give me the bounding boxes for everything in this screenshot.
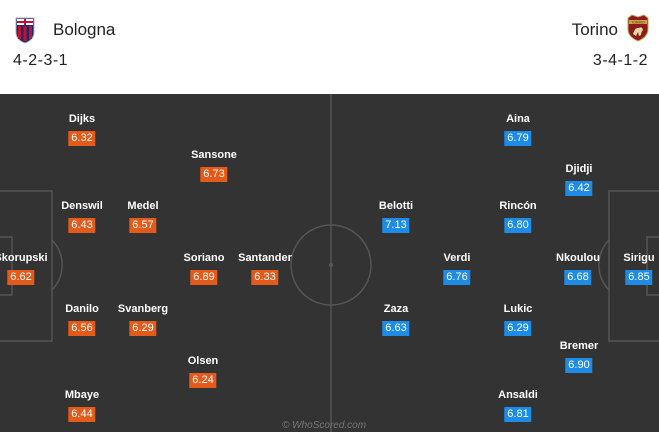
player-name: Medel	[127, 200, 159, 212]
player-name: Lukic	[503, 303, 533, 315]
player-rating: 6.33	[251, 270, 279, 285]
player-rating: 6.32	[68, 131, 96, 146]
pitch-markings	[0, 94, 659, 432]
player-rating: 6.62	[7, 270, 35, 285]
player-name: Sirigu	[623, 252, 655, 264]
player-rating: 6.85	[625, 270, 653, 285]
player-rating: 7.13	[382, 218, 410, 233]
home-formation: 4-2-3-1	[13, 52, 69, 69]
player-name: Santander	[238, 252, 292, 264]
player-rating: 6.89	[190, 270, 218, 285]
player-name: Soriano	[183, 252, 225, 264]
player-name: Sansone	[191, 149, 237, 161]
torino-crest-text: TORINO	[631, 20, 645, 24]
player-rating: 6.42	[565, 181, 593, 196]
player-name: Denswil	[61, 200, 103, 212]
away-formation: 3-4-1-2	[592, 52, 648, 69]
player-name: Verdi	[443, 252, 471, 264]
player-name: Danilo	[65, 303, 99, 315]
player-name: Ansaldi	[498, 389, 538, 401]
player-name: Djidji	[565, 163, 593, 175]
player-name: Aina	[506, 113, 530, 125]
player-rating: 6.57	[129, 218, 157, 233]
watermark: © WhoScored.com	[282, 420, 367, 431]
player-rating: 6.79	[504, 131, 532, 146]
match-header: Bologna 4-2-3-1 Torino TORINO 3-4-1-2	[0, 0, 659, 93]
player-name: Skorupski	[0, 252, 48, 264]
player-rating: 6.56	[68, 321, 96, 336]
player-rating: 6.76	[443, 270, 471, 285]
player-name: Zaza	[383, 303, 409, 315]
player-rating: 6.29	[504, 321, 532, 336]
torino-crest-icon: TORINO	[627, 14, 649, 42]
player-name: Belotti	[378, 200, 414, 212]
player-rating: 6.81	[504, 407, 532, 422]
home-team-name[interactable]: Bologna	[53, 20, 116, 39]
player-name: Bremer	[559, 340, 599, 352]
player-name: Dijks	[68, 113, 96, 125]
player-name: Olsen	[187, 355, 219, 367]
player-rating: 6.80	[504, 218, 532, 233]
player-rating: 6.73	[200, 167, 228, 182]
player-name: Nkoulou	[556, 252, 600, 264]
player-rating: 6.68	[564, 270, 592, 285]
player-name: Rincón	[499, 200, 537, 212]
player-rating: 6.90	[565, 358, 593, 373]
player-rating: 6.63	[382, 321, 410, 336]
away-team-name[interactable]: Torino	[571, 20, 618, 39]
player-name: Svanberg	[117, 303, 169, 315]
bologna-crest-icon	[15, 17, 35, 44]
player-name: Mbaye	[64, 389, 100, 401]
pitch: Dijks 6.32 Sansone 6.73 Denswil 6.43 Med…	[0, 94, 659, 432]
player-rating: 6.29	[129, 321, 157, 336]
player-rating: 6.24	[189, 373, 217, 388]
player-rating: 6.43	[68, 218, 96, 233]
player-rating: 6.44	[68, 407, 96, 422]
